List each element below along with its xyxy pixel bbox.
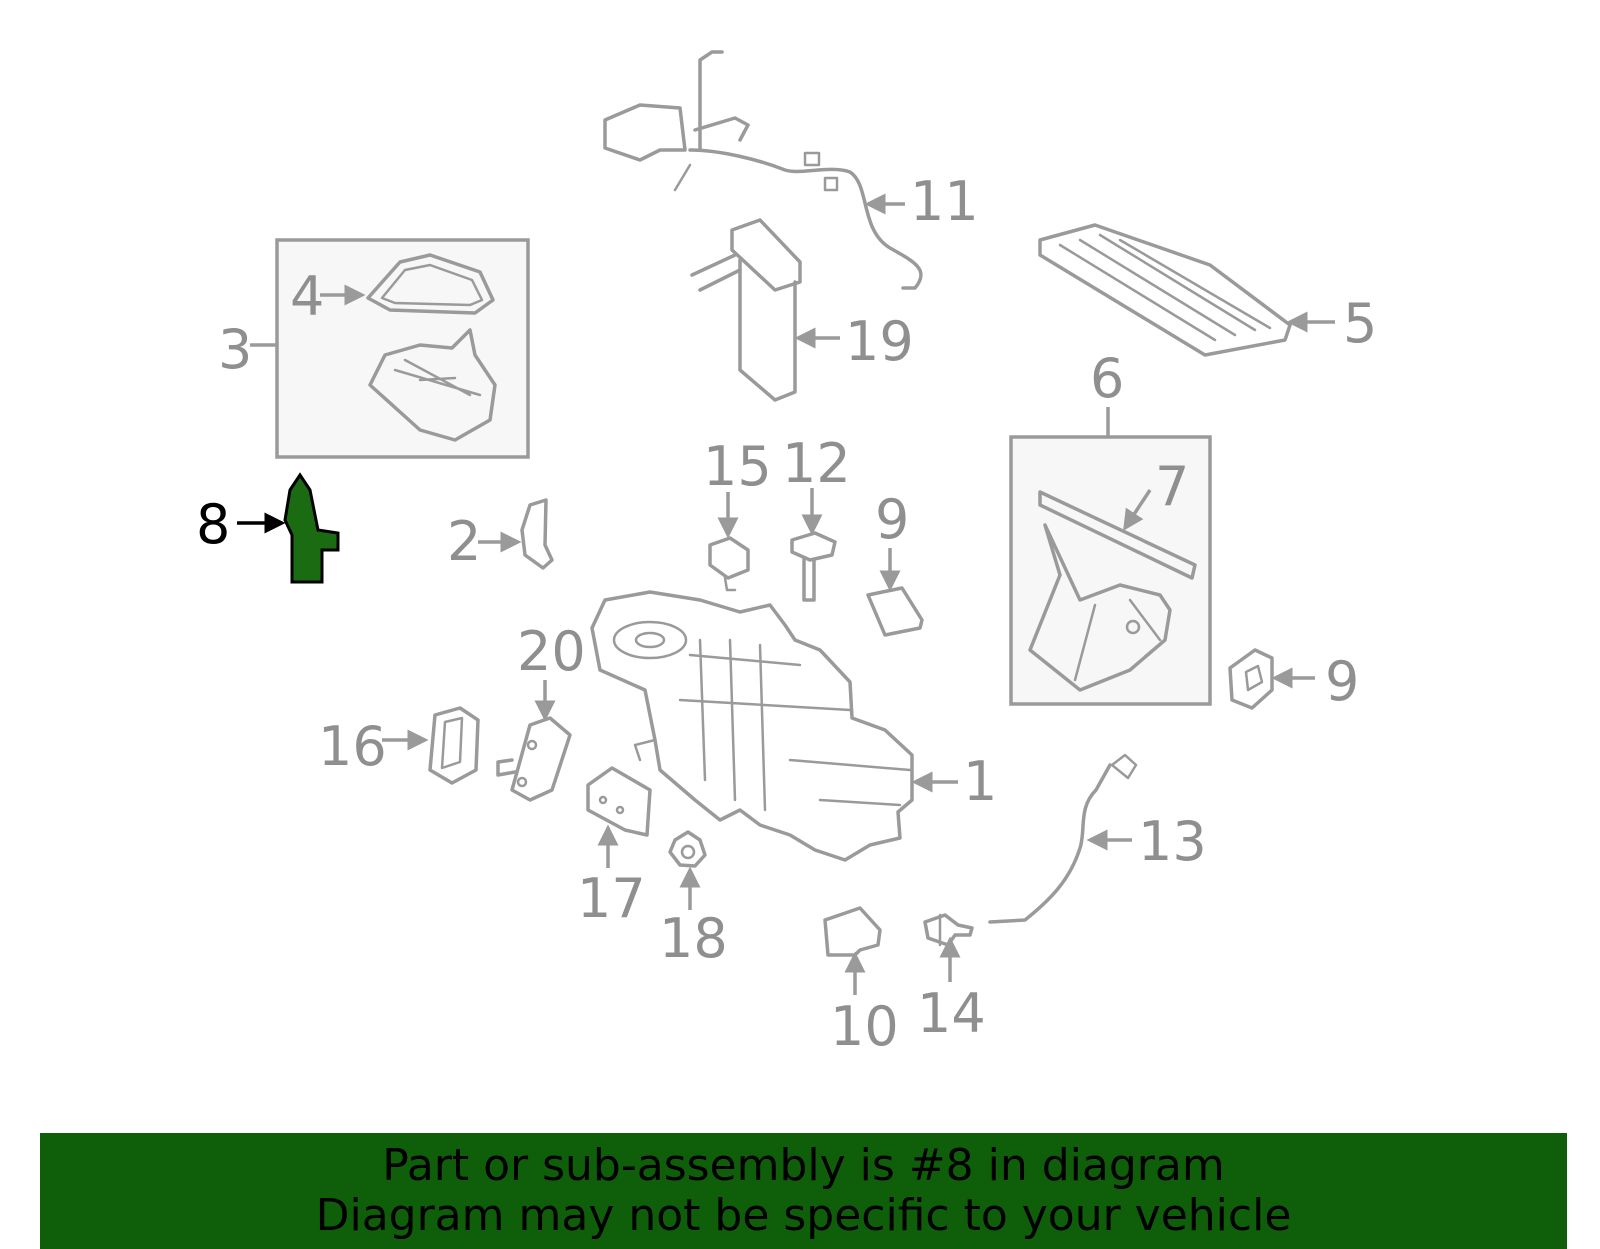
part-18-grommet — [668, 830, 707, 868]
callout-5: 5 — [1343, 292, 1377, 355]
part-20-actuator — [496, 716, 572, 802]
part-12-sensor — [790, 531, 837, 602]
part-5-cabin-filter — [1038, 223, 1292, 357]
part-9-right-seal — [1228, 648, 1274, 710]
callout-13: 13 — [1138, 810, 1207, 873]
callout-11: 11 — [910, 170, 979, 233]
callout-1: 1 — [963, 750, 997, 813]
callout-20: 20 — [517, 620, 586, 683]
callout-17: 17 — [577, 867, 646, 930]
callout-18: 18 — [659, 907, 728, 970]
part-19-heater-core — [690, 218, 802, 402]
part-8-highlighted — [283, 472, 340, 584]
callout-6: 6 — [1090, 347, 1124, 410]
callout-9-right: 9 — [1325, 650, 1359, 713]
callout-9-upper: 9 — [875, 488, 909, 551]
part-10-clip — [823, 906, 882, 957]
banner-line-2: Diagram may not be specific to your vehi… — [315, 1190, 1292, 1241]
callout-12: 12 — [782, 432, 851, 495]
part-17-module — [586, 766, 652, 837]
leader-lines — [237, 193, 1335, 995]
callout-labels: 1 2 3 4 5 6 7 8 9 9 10 11 12 13 14 15 16… — [196, 170, 1377, 1058]
part-9-upper-seal — [866, 586, 924, 637]
callout-7: 7 — [1155, 455, 1189, 518]
callout-16: 16 — [318, 715, 387, 778]
callout-3: 3 — [218, 318, 252, 381]
callout-8: 8 — [196, 493, 230, 556]
info-banner: Part or sub-assembly is #8 in diagram Di… — [40, 1133, 1567, 1249]
callout-15: 15 — [703, 435, 772, 498]
callout-14: 14 — [917, 982, 986, 1045]
part-15-relay — [708, 536, 750, 592]
part-4-gasket — [366, 253, 495, 315]
part-2-bracket — [520, 498, 554, 570]
callout-2: 2 — [447, 510, 481, 573]
callout-10: 10 — [830, 995, 899, 1058]
part-1-hvac-housing — [590, 590, 914, 862]
part-6-door-assembly — [1028, 490, 1197, 692]
part-3-blower-housing — [368, 328, 497, 442]
banner-line-1: Part or sub-assembly is #8 in diagram — [382, 1140, 1225, 1191]
callout-4: 4 — [290, 265, 324, 328]
part-13-drain-hose — [988, 753, 1138, 924]
part-11-wiring-harness — [603, 50, 923, 290]
part-16-actuator — [428, 706, 480, 785]
callout-19: 19 — [845, 310, 914, 373]
